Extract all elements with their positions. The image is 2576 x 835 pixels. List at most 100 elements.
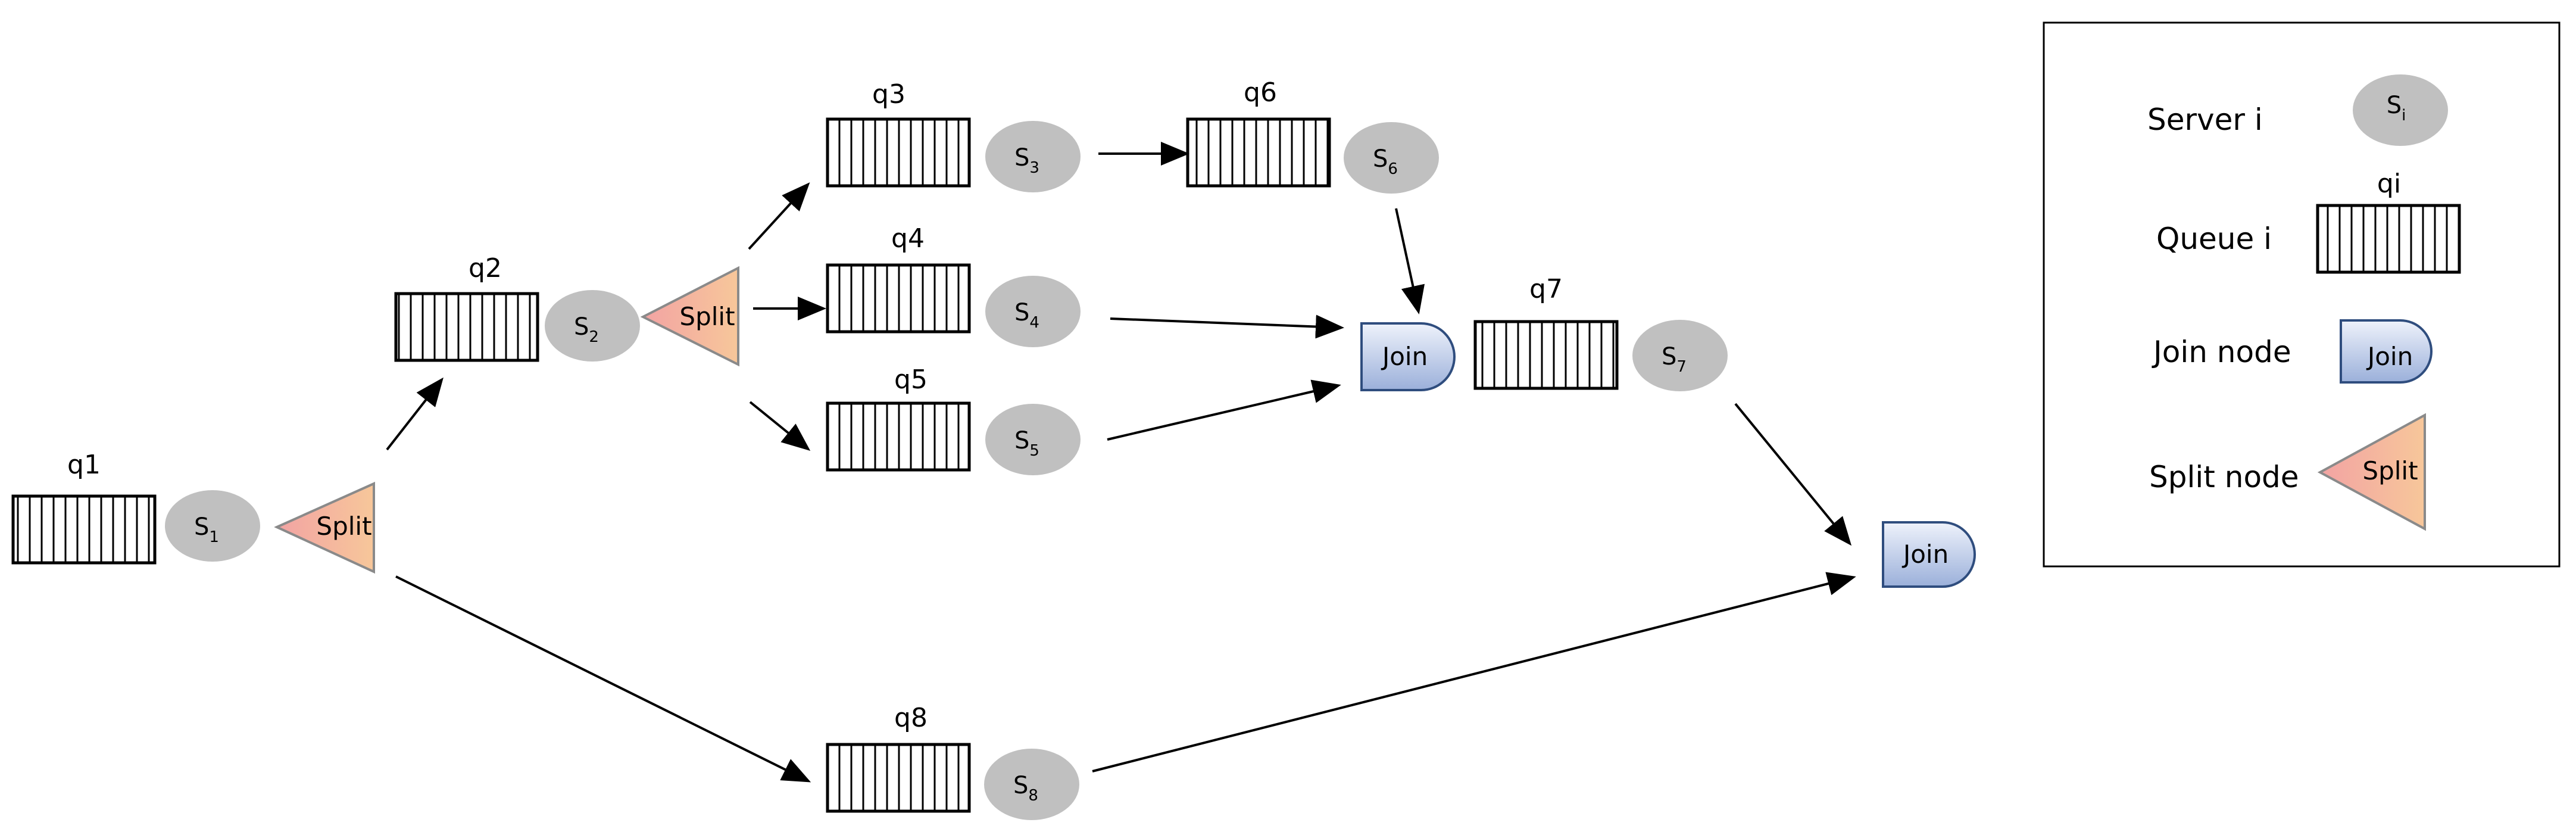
arrow-s7-to-join2 <box>1734 403 1852 546</box>
server-s3-letter: S <box>1014 144 1029 172</box>
legend-box <box>2043 21 2561 568</box>
svg-text:S3: S3 <box>1014 144 1039 177</box>
server-s1-sub: 1 <box>209 528 219 546</box>
queue-q3: q3 <box>826 79 971 188</box>
arrow-s8-to-join2 <box>1092 572 1856 772</box>
server-s6-letter: S <box>1373 145 1388 173</box>
queue-q1: q1 <box>11 450 157 565</box>
split-node-1: Split <box>274 481 375 574</box>
legend: Server i Si Queue i qi Join node Join Sp… <box>2043 21 2561 568</box>
svg-text:Si: Si <box>2387 92 2406 124</box>
legend-join-label: Join <box>2366 342 2413 371</box>
arrow-split1-to-q8 <box>395 575 811 783</box>
queue-q8-box <box>826 743 971 813</box>
server-s8-circle <box>984 749 1079 820</box>
queue-q4: q4 <box>826 223 971 334</box>
server-s3-circle <box>985 121 1081 192</box>
arrow-split1-to-q2 <box>386 377 444 451</box>
svg-text:S1: S1 <box>194 513 219 546</box>
queue-q4-box <box>826 263 971 334</box>
server-s8: S8 <box>984 749 1079 820</box>
server-s1-circle <box>165 490 260 562</box>
queue-q7-label: q7 <box>1529 274 1563 304</box>
server-s4-letter: S <box>1014 299 1029 326</box>
server-s4: S4 <box>985 276 1081 347</box>
legend-queue-symbol-label: qi <box>2377 169 2401 199</box>
queue-q5-box <box>826 401 971 472</box>
join-node-1-label: Join <box>1381 342 1428 371</box>
queue-q6-label: q6 <box>1244 77 1277 108</box>
svg-text:S7: S7 <box>1662 343 1687 376</box>
legend-server-circle <box>2353 74 2448 146</box>
server-s3: S3 <box>985 121 1081 192</box>
svg-text:S8: S8 <box>1013 772 1038 805</box>
arrows <box>386 142 1856 783</box>
split-node-1-label: Split <box>316 512 371 541</box>
server-s7-letter: S <box>1662 343 1676 370</box>
legend-queue-text: Queue i <box>2156 222 2272 256</box>
join-node-2: Join <box>1882 521 1976 588</box>
split-node-2: Split <box>640 266 739 367</box>
server-s1-letter: S <box>194 513 209 541</box>
server-s5-circle <box>985 404 1081 475</box>
legend-join-text: Join node <box>2152 335 2291 369</box>
arrow-s6-to-join1 <box>1395 208 1425 314</box>
split-node-2-label: Split <box>679 302 735 331</box>
svg-text:S4: S4 <box>1014 299 1039 332</box>
queue-q7-box <box>1473 320 1619 390</box>
legend-split-triangle <box>2317 413 2426 531</box>
server-s3-sub: 3 <box>1029 159 1039 177</box>
legend-server-letter: S <box>2387 92 2402 119</box>
server-s6: S6 <box>1344 122 1439 194</box>
server-s4-circle <box>985 276 1081 347</box>
server-s8-sub: 8 <box>1028 787 1038 805</box>
join-node-2-shape <box>1882 521 1976 588</box>
join-node-2-label: Join <box>1901 540 1949 569</box>
arrow-s5-to-join1 <box>1107 379 1341 441</box>
queue-q1-label: q1 <box>67 450 101 480</box>
server-s2-circle <box>545 290 640 362</box>
server-s8-letter: S <box>1013 772 1028 799</box>
legend-server-text: Server i <box>2147 102 2263 137</box>
queue-q2-box <box>394 292 539 362</box>
server-s5-sub: 5 <box>1029 442 1039 460</box>
server-s5-letter: S <box>1014 427 1029 454</box>
legend-split-label: Split <box>2362 456 2418 485</box>
queue-q3-box <box>826 117 971 188</box>
queue-q5-label: q5 <box>894 364 928 395</box>
server-s7-sub: 7 <box>1676 358 1687 376</box>
server-s2: S2 <box>545 290 640 362</box>
queue-q6-box <box>1186 117 1331 188</box>
server-s6-circle <box>1344 122 1439 194</box>
join-node-1-shape <box>1360 322 1456 391</box>
server-s7-circle <box>1632 320 1728 391</box>
server-s1: S1 <box>165 490 260 562</box>
queue-q4-label: q4 <box>891 223 925 254</box>
server-s2-sub: 2 <box>589 328 599 346</box>
svg-text:S5: S5 <box>1014 427 1039 460</box>
queue-q8: q8 <box>826 703 971 813</box>
queue-q5: q5 <box>826 364 971 472</box>
arrow-s4-to-join1 <box>1110 314 1344 339</box>
queue-q7: q7 <box>1473 274 1619 390</box>
svg-text:S2: S2 <box>574 313 599 346</box>
queue-q3-label: q3 <box>872 79 905 110</box>
queue-q6: q6 <box>1186 77 1331 188</box>
legend-server-sub: i <box>2402 107 2406 124</box>
queue-q8-label: q8 <box>894 703 928 733</box>
server-s5: S5 <box>985 404 1081 475</box>
queue-q1-box <box>11 494 157 565</box>
legend-queue-box <box>2316 204 2461 274</box>
split-node-2-triangle <box>640 266 739 367</box>
arrow-split2-to-q3 <box>748 182 810 250</box>
server-s2-letter: S <box>574 313 589 341</box>
server-s4-sub: 4 <box>1029 314 1039 332</box>
arrow-split2-to-q5 <box>749 401 811 451</box>
queue-q2-label: q2 <box>469 253 502 283</box>
server-s7: S7 <box>1632 320 1728 391</box>
join-node-1: Join <box>1360 322 1456 391</box>
svg-text:S6: S6 <box>1373 145 1398 178</box>
legend-split-text: Split node <box>2149 460 2299 494</box>
legend-join-shape <box>2340 319 2433 384</box>
